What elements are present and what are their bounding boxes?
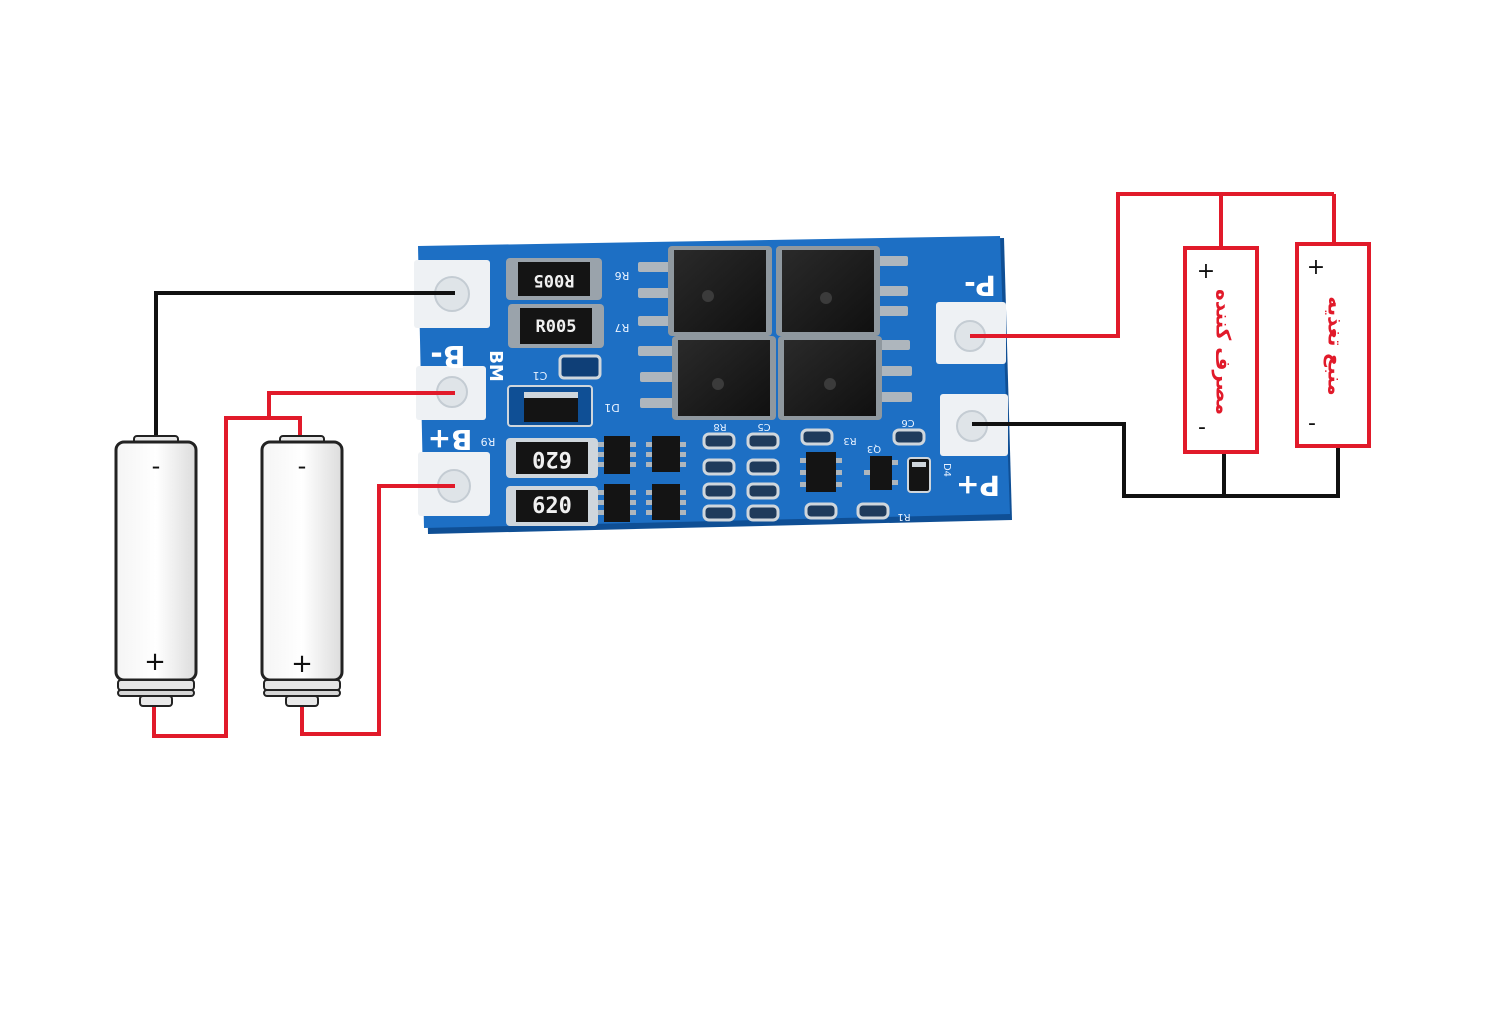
load-plus-sign: +: [1197, 259, 1215, 284]
supply-label: منبع تغذیه: [1324, 296, 1348, 395]
silk-r8: R8: [713, 421, 726, 432]
load-minus-sign: -: [1198, 415, 1206, 440]
ic-chip-1: [598, 436, 636, 474]
cell-1-negative-sign: -: [152, 452, 161, 480]
capacitor-c1: [558, 354, 602, 380]
silk-c1: C1: [533, 369, 548, 382]
pad-label-b-plus: B+: [428, 423, 473, 456]
silk-r9: R9: [481, 435, 496, 448]
mosfet-3: [672, 336, 776, 420]
silk-c5: C5: [757, 421, 770, 432]
silk-r6: R6: [615, 269, 630, 282]
ic-chip-2: [598, 484, 636, 522]
pad-label-b-mid: BM: [485, 350, 506, 382]
resistor-620-2: 620: [506, 486, 598, 526]
diode-d4: [907, 457, 931, 493]
supply-plus-sign: +: [1307, 255, 1325, 280]
wire-b-plus-to-cell2-positive: [300, 484, 455, 736]
transistor-q3: [864, 456, 898, 490]
mosfet-4: [778, 336, 882, 420]
ic-chip-4: [646, 484, 686, 520]
pad-label-p-minus: P-: [964, 269, 996, 302]
small-passives: [702, 428, 926, 522]
shunt-resistor-2: R005: [508, 304, 604, 348]
cell-1-positive-sign: +: [144, 647, 166, 677]
wire-p-plus-to-negative-bus: [972, 422, 1340, 498]
shunt-resistor-1: R005: [506, 258, 602, 300]
silk-r1: R1: [897, 511, 910, 522]
silk-q3: Q3: [867, 443, 881, 454]
mosfet-2: [776, 246, 880, 336]
load-box: + - مصرف کننده: [1183, 246, 1259, 454]
bms-board: B- BM B+ P- P+ R005 R005 C1 D1 R9 620: [414, 236, 1012, 534]
battery-cell-1: - +: [114, 435, 198, 707]
cell-2-positive-sign: +: [291, 649, 313, 679]
resistor-620-1: 620: [506, 438, 598, 478]
shunt-resistor-2-code: R005: [536, 317, 577, 337]
battery-cell-2: - +: [260, 435, 344, 707]
pad-label-p-plus: P+: [956, 469, 1000, 502]
mosfet-1: [668, 246, 772, 336]
resistor-620-2-code: 620: [532, 494, 572, 519]
wire-b-minus-to-cell1-negative: [154, 291, 455, 442]
mosfet-leads: [638, 256, 912, 408]
silk-r7: R7: [615, 321, 630, 334]
diode-d1-band: [524, 392, 578, 398]
silk-r3: R3: [843, 435, 856, 446]
supply-box: + - منبع تغذیه: [1295, 242, 1371, 448]
ic-chip-5: [800, 452, 842, 492]
pad-label-b-minus: B-: [430, 338, 465, 373]
wire-b-mid-to-cell1-positive: [152, 416, 269, 738]
wire-p-minus-to-positive-bus: [970, 192, 1334, 338]
silk-c6: C6: [901, 417, 914, 428]
silk-d4: D4: [941, 463, 952, 477]
cell-2-negative-sign: -: [298, 452, 307, 480]
wires: [152, 192, 1340, 738]
ic-chip-3: [646, 436, 686, 472]
supply-minus-sign: -: [1308, 411, 1316, 436]
shunt-resistor-1-code: R005: [534, 270, 575, 290]
load-label: مصرف کننده: [1212, 289, 1236, 415]
silk-d1: D1: [604, 401, 619, 414]
resistor-620-1-code: 620: [532, 446, 572, 471]
